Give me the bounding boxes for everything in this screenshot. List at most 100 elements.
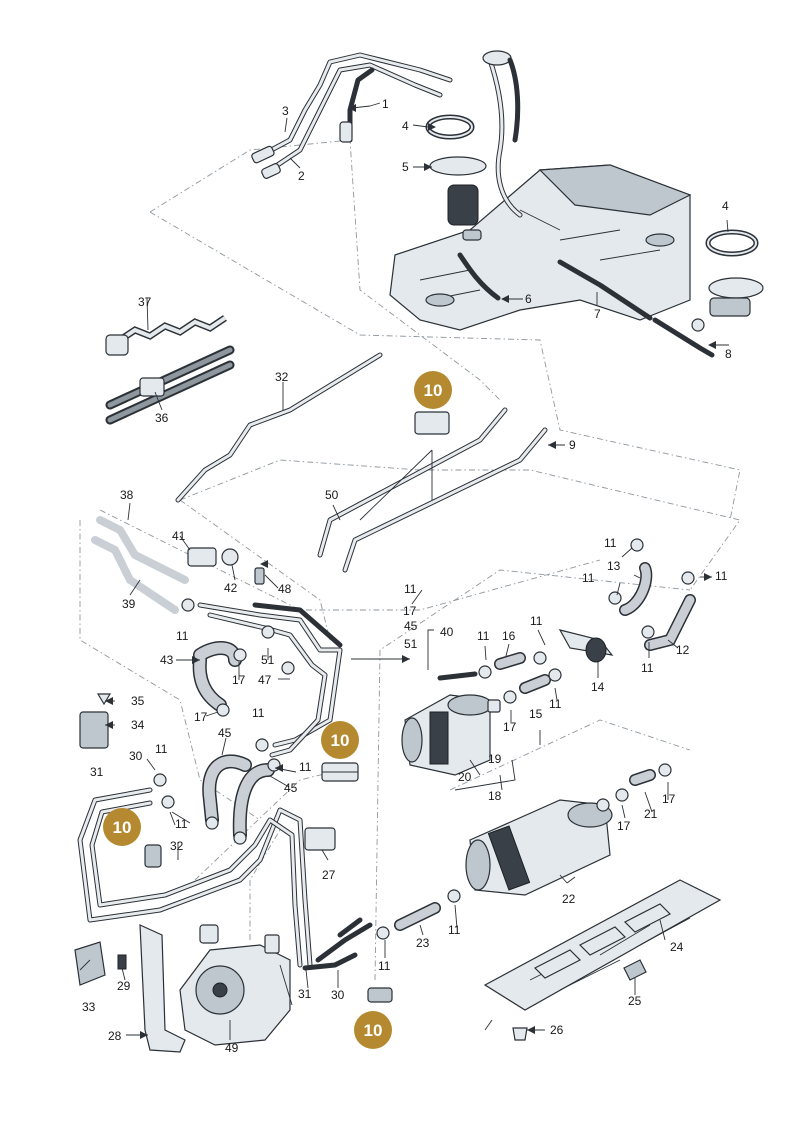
part-label: 49 xyxy=(225,1041,239,1055)
part-label: 14 xyxy=(591,680,605,694)
part-label: 16 xyxy=(502,629,516,643)
badge-label: 10 xyxy=(113,818,132,837)
badge-10-middle: 10 xyxy=(321,721,359,759)
part-label: 11 xyxy=(175,817,188,831)
part-label: 19 xyxy=(488,752,502,766)
part-label: 11 xyxy=(549,697,562,711)
part-label: 11 xyxy=(582,571,595,585)
part-label: 28 xyxy=(108,1029,122,1043)
part-label: 45 xyxy=(284,781,298,795)
part-label: 11 xyxy=(252,706,265,720)
fuel-tank xyxy=(389,164,692,331)
pad-33 xyxy=(74,941,106,986)
part-label: 32 xyxy=(170,839,184,853)
part-label: 17 xyxy=(194,710,208,724)
part-label: 11 xyxy=(530,614,543,628)
part-label: 45 xyxy=(404,619,418,633)
badge-10-left: 10 xyxy=(103,808,141,846)
badge-label: 10 xyxy=(331,731,350,750)
part-label: 2 xyxy=(298,169,305,183)
part-label: 33 xyxy=(82,1000,96,1014)
part-label: 47 xyxy=(258,673,272,687)
part-label: 11 xyxy=(378,959,391,973)
part-label: 30 xyxy=(129,749,143,763)
part-label: 36 xyxy=(155,411,169,425)
part-label: 11 xyxy=(715,569,728,583)
part-label: 51 xyxy=(261,653,275,667)
part-label: 13 xyxy=(607,559,621,573)
part-label: 17 xyxy=(617,819,631,833)
part-label: 18 xyxy=(488,789,502,803)
connector-10-top xyxy=(414,411,450,435)
part-label: 22 xyxy=(562,892,576,906)
bolt-29 xyxy=(117,954,127,970)
fuel-pump-sender xyxy=(429,156,487,241)
tee-piece-14 xyxy=(558,629,614,663)
vent-line xyxy=(557,259,653,321)
suction-line xyxy=(457,252,501,301)
badge-10-top: 10 xyxy=(414,371,452,409)
part-label: 3 xyxy=(282,104,289,118)
part-label: 26 xyxy=(550,1023,564,1037)
part-label: 29 xyxy=(117,979,131,993)
part-label: 42 xyxy=(224,581,238,595)
leader-lines xyxy=(79,105,729,1040)
part-label: 11 xyxy=(604,536,617,550)
part-label: 41 xyxy=(172,529,186,543)
part-label: 25 xyxy=(628,994,642,1008)
part-label: 12 xyxy=(676,643,690,657)
part-label: 4 xyxy=(722,199,729,213)
part-label: 11 xyxy=(176,629,189,643)
part-label: 9 xyxy=(569,438,576,452)
part-label: 50 xyxy=(325,488,339,502)
part-label: 1 xyxy=(382,97,389,111)
fuel-line-50 xyxy=(317,407,548,573)
part-label: 15 xyxy=(529,707,543,721)
part-label: 51 xyxy=(404,637,418,651)
part-label: 34 xyxy=(131,718,145,732)
heat-shield-28 xyxy=(139,924,186,1053)
fuel-filter xyxy=(401,694,501,776)
part-label: 11 xyxy=(477,629,490,643)
hose-clip-37 xyxy=(105,315,227,356)
part-label: 37 xyxy=(138,295,152,309)
part-label: 11 xyxy=(155,742,168,756)
underbody-shield-24 xyxy=(483,879,722,1011)
part-label: 35 xyxy=(131,694,145,708)
part-label: 31 xyxy=(298,987,312,1001)
part-labels: 1 2 3 4 4 5 6 7 8 9 11 11 11 11 11 11 11… xyxy=(82,97,732,1055)
coolant-hoses-38-39 xyxy=(91,516,189,614)
part-label: 5 xyxy=(402,160,409,174)
grommet-25 xyxy=(623,959,647,981)
part-label: 17 xyxy=(503,720,517,734)
part-label: 6 xyxy=(525,292,532,306)
part-label: 48 xyxy=(278,582,292,596)
valve-41 xyxy=(187,547,265,585)
hose-clamps xyxy=(153,538,695,940)
lock-ring-right xyxy=(705,229,759,257)
part-label: 17 xyxy=(662,792,676,806)
part-label: 7 xyxy=(594,307,601,321)
part-label: 11 xyxy=(448,923,461,937)
high-pressure-pump xyxy=(179,924,293,1046)
cable-tie-36 xyxy=(105,345,235,425)
part-label: 31 xyxy=(90,765,104,779)
arrowheads xyxy=(105,104,716,1039)
part-label: 11 xyxy=(299,760,312,774)
bolt-35 xyxy=(96,693,112,706)
level-sender-right xyxy=(652,277,764,358)
fuel-lines-30-31 xyxy=(77,787,373,971)
part-label: 23 xyxy=(416,936,430,950)
part-label: 21 xyxy=(644,807,658,821)
filler-neck xyxy=(482,50,523,218)
part-label: 39 xyxy=(122,597,136,611)
bracket-34 xyxy=(79,711,109,749)
badge-label: 10 xyxy=(424,381,443,400)
nut-26 xyxy=(512,1027,528,1041)
part-label: 17 xyxy=(232,673,246,687)
part-label: 27 xyxy=(322,868,336,882)
part-label: 40 xyxy=(440,625,454,639)
part-label: 24 xyxy=(670,940,684,954)
part-label: 17 xyxy=(403,604,417,618)
